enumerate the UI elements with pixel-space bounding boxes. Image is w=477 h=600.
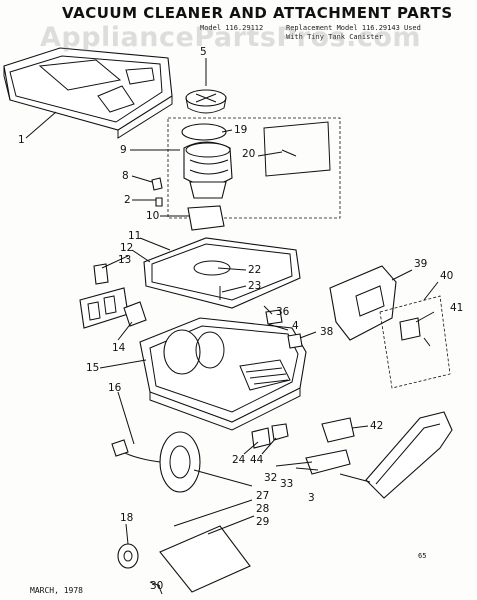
callout-2: 2	[124, 194, 131, 206]
page-code: 65	[418, 552, 427, 560]
callout-11: 11	[128, 230, 142, 242]
callout-22: 22	[248, 264, 262, 276]
handle-drawing	[365, 411, 453, 499]
callout-40: 40	[440, 270, 454, 282]
replacement-note-line1: Replacement Model 116.29143 Used	[286, 24, 421, 32]
canister-body-drawing	[139, 317, 307, 431]
callout-12: 12	[120, 242, 134, 254]
callout-9: 9	[120, 144, 127, 156]
cord-reel-drawing	[111, 431, 201, 493]
callout-1: 1	[18, 134, 25, 146]
callout-30: 30	[150, 580, 164, 592]
callout-27: 27	[256, 490, 270, 502]
leader-lines	[25, 58, 439, 587]
callout-20: 20	[242, 148, 256, 160]
callout-23: 23	[248, 280, 262, 292]
date-label: MARCH, 1978	[30, 586, 83, 595]
wheel-drawing	[117, 543, 139, 569]
motor-assembly-drawing	[181, 123, 233, 199]
callout-38: 38	[320, 326, 334, 338]
model-number: Model 116.29112	[200, 24, 264, 32]
callout-16: 16	[108, 382, 122, 394]
callout-10: 10	[146, 210, 160, 222]
callout-13: 13	[118, 254, 132, 266]
callout-32: 32	[264, 472, 278, 484]
diagram-title: VACUUM CLEANER AND ATTACHMENT PARTS	[62, 4, 453, 22]
callout-4: 4	[292, 320, 299, 332]
bottom-plate-drawing	[159, 525, 251, 593]
callout-44: 44	[250, 454, 264, 466]
callout-14: 14	[112, 342, 126, 354]
callout-15: 15	[86, 362, 100, 374]
callout-36: 36	[276, 306, 290, 318]
callout-39: 39	[414, 258, 428, 270]
callout-19: 19	[234, 124, 248, 136]
cover-lid-drawing	[3, 47, 173, 139]
watermark: AppliancePartsPros.com	[40, 22, 422, 53]
callout-18: 18	[120, 512, 134, 524]
callout-5: 5	[200, 46, 207, 58]
callout-41: 41	[450, 302, 464, 314]
callout-8: 8	[122, 170, 129, 182]
bag-holder-drawing	[329, 265, 397, 341]
base-plate-drawing	[143, 237, 301, 309]
callout-29: 29	[256, 516, 270, 528]
replacement-note-line2: With Tiny Tank Canister	[286, 33, 383, 41]
callout-42: 42	[370, 420, 384, 432]
callout-3: 3	[308, 492, 315, 504]
callout-28: 28	[256, 503, 270, 515]
callout-33: 33	[280, 478, 294, 490]
callout-24: 24	[232, 454, 246, 466]
filter-cap-drawing	[185, 89, 227, 114]
